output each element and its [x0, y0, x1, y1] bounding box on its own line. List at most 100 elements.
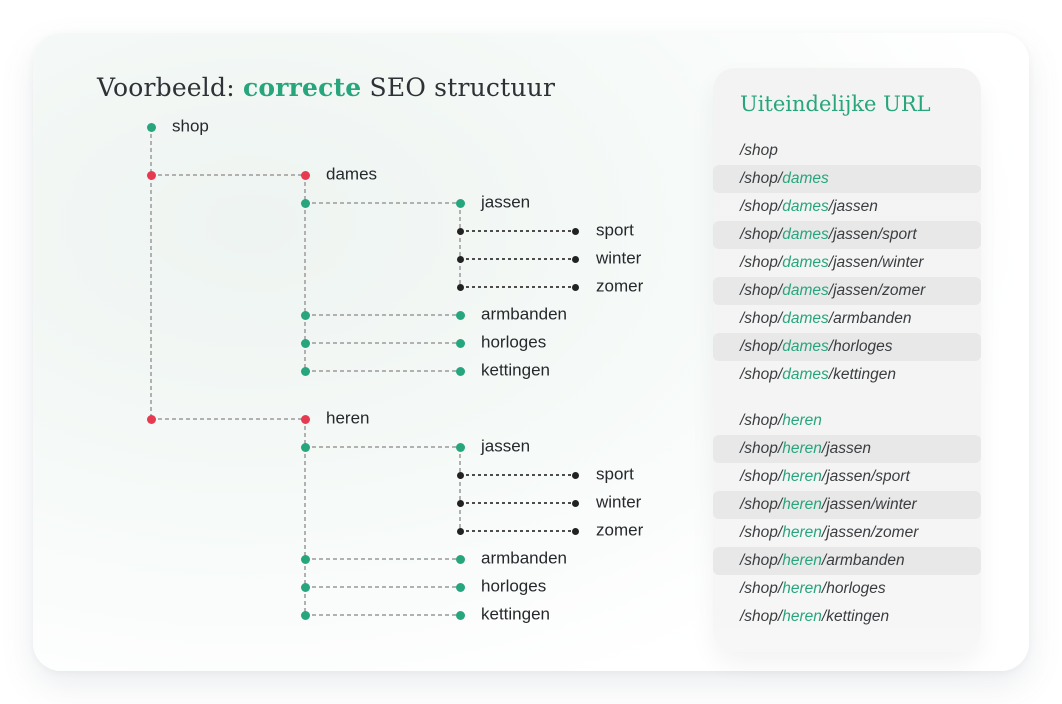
- url-segment-green: dames: [782, 254, 829, 271]
- url-segment: /shop/: [740, 524, 783, 541]
- tree-label-zomer: zomer: [596, 276, 644, 296]
- url-segment: /shop/: [740, 226, 783, 243]
- tree-label-armbanden: armbanden: [481, 548, 568, 568]
- url-segment-green: dames: [782, 282, 829, 299]
- tree-label-sport: sport: [596, 220, 634, 240]
- tree-dot-zomer: [571, 283, 579, 291]
- url-segment: /jassen/sport: [828, 226, 917, 243]
- url-segment: /shop/: [740, 170, 783, 187]
- tree-dot-winter: [571, 255, 579, 263]
- tree-dot-zomer: [571, 527, 579, 535]
- tree-connector-h: [305, 370, 460, 372]
- tree-connector-h: [305, 558, 460, 560]
- url-segment: /jassen/zomer: [828, 282, 926, 299]
- tree-connector-h: [151, 418, 305, 420]
- tree-label-kettingen: kettingen: [481, 604, 550, 624]
- url-segment: /jassen/winter: [821, 496, 917, 513]
- tree-label-shop: shop: [172, 116, 209, 136]
- tree-dot-horloges: [455, 338, 465, 348]
- url-row: /shop/heren/jassen/sport: [713, 463, 981, 491]
- url-segment: /shop/: [740, 580, 783, 597]
- tree-connector-h: [305, 446, 460, 448]
- url-row: /shop/dames/jassen: [713, 193, 981, 221]
- tree-connector-h: [151, 174, 305, 176]
- url-row: /shop/heren/horloges: [713, 575, 981, 603]
- tree-label-jassen: jassen: [481, 192, 531, 212]
- url-list: /shop/shop/dames/shop/dames/jassen/shop/…: [713, 137, 981, 631]
- tree-dot-armbanden: [455, 310, 465, 320]
- url-row: /shop/dames/armbanden: [713, 305, 981, 333]
- url-row: /shop/heren/jassen: [713, 435, 981, 463]
- url-row: /shop/dames/jassen/zomer: [713, 277, 981, 305]
- tree-connector-h: [460, 502, 575, 504]
- url-segment-green: dames: [782, 338, 829, 355]
- url-segment: /armbanden: [828, 310, 912, 327]
- url-row: /shop/heren: [713, 407, 981, 435]
- tree-junction-dot-zomer: [456, 283, 464, 291]
- tree-junction-dot-sport: [456, 471, 464, 479]
- url-segment: /kettingen: [821, 608, 890, 625]
- url-segment: /shop/: [740, 366, 783, 383]
- tree-junction-dot-kettingen: [300, 610, 310, 620]
- url-segment: /shop/: [740, 552, 783, 569]
- url-segment: /shop/: [740, 496, 783, 513]
- tree-label-sport: sport: [596, 464, 634, 484]
- tree-dot-horloges: [455, 582, 465, 592]
- tree-connector-v: [304, 175, 306, 371]
- title-highlight: correcte: [242, 73, 362, 102]
- tree-dot-jassen: [455, 442, 465, 452]
- tree-connector-h: [460, 286, 575, 288]
- url-segment-green: heren: [782, 412, 822, 429]
- tree-label-dames: dames: [326, 164, 378, 184]
- url-segment: /jassen/sport: [821, 468, 910, 485]
- tree-junction-dot-horloges: [300, 582, 310, 592]
- url-segment: /kettingen: [828, 366, 896, 383]
- tree-dot-shop: [146, 122, 156, 132]
- url-segment-green: dames: [782, 226, 829, 243]
- tree-label-jassen: jassen: [481, 436, 531, 456]
- tree-junction-dot-sport: [456, 227, 464, 235]
- tree-label-zomer: zomer: [596, 520, 644, 540]
- url-segment-green: dames: [782, 310, 829, 327]
- title-suffix: SEO structuur: [361, 73, 556, 102]
- tree-dot-heren: [300, 414, 310, 424]
- tree-dot-armbanden: [455, 554, 465, 564]
- url-row: /shop/heren/jassen/winter: [713, 491, 981, 519]
- tree-label-winter: winter: [596, 492, 642, 512]
- tree-dot-kettingen: [455, 610, 465, 620]
- tree-connector-h: [305, 614, 460, 616]
- tree-label-horloges: horloges: [481, 332, 547, 352]
- tree-dot-sport: [571, 227, 579, 235]
- title-prefix: Voorbeeld:: [97, 73, 243, 102]
- url-row: /shop/dames/kettingen: [713, 361, 981, 389]
- tree-junction-dot-winter: [456, 499, 464, 507]
- tree-junction-dot-heren: [146, 414, 156, 424]
- tree-label-armbanden: armbanden: [481, 304, 568, 324]
- url-segment: /shop/: [740, 198, 783, 215]
- url-segment: /shop: [740, 142, 778, 159]
- url-segment: /jassen: [821, 440, 872, 457]
- url-row: /shop/dames/jassen/sport: [713, 221, 981, 249]
- tree-label-winter: winter: [596, 248, 642, 268]
- url-segment: /jassen: [828, 198, 878, 215]
- tree-junction-dot-armbanden: [300, 554, 310, 564]
- tree-junction-dot-armbanden: [300, 310, 310, 320]
- tree-connector-h: [305, 314, 460, 316]
- url-segment: /shop/: [740, 412, 783, 429]
- url-panel-title: Uiteindelijke URL: [740, 92, 931, 116]
- url-row: /shop/heren/kettingen: [713, 603, 981, 631]
- url-row: /shop/dames: [713, 165, 981, 193]
- url-segment: /shop/: [740, 440, 783, 457]
- url-row: /shop: [713, 137, 981, 165]
- url-segment: /shop/: [740, 608, 783, 625]
- tree-dot-winter: [571, 499, 579, 507]
- tree-connector-h: [305, 342, 460, 344]
- tree-junction-dot-jassen: [300, 442, 310, 452]
- tree-connector-h: [305, 202, 460, 204]
- tree-connector-h: [305, 586, 460, 588]
- tree-junction-dot-horloges: [300, 338, 310, 348]
- tree-connector-h: [460, 530, 575, 532]
- tree-connector-v: [304, 419, 306, 615]
- url-segment-green: dames: [782, 198, 829, 215]
